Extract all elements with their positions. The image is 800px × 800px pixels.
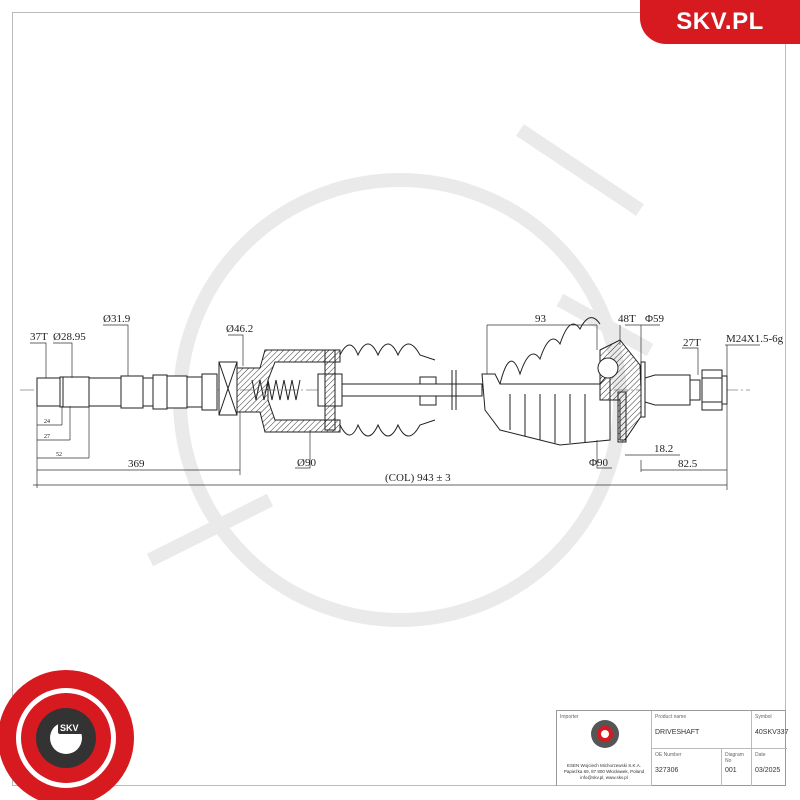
symbol-cell: Symbol 40SKV337 bbox=[752, 711, 789, 749]
diagram-no-cell: Diagram No 001 bbox=[722, 749, 752, 786]
product-name-label: Product name bbox=[655, 714, 687, 720]
shaft-left bbox=[36, 361, 238, 416]
importer-line: Papieżka 69, 87 800 Włocławek, Poland bbox=[563, 769, 645, 774]
label-dim-24: 24 bbox=[44, 419, 50, 425]
label-dim-18-2: 18.2 bbox=[654, 443, 673, 455]
oe-number-cell: OE Number 327306 bbox=[652, 749, 722, 786]
product-name: DRIVESHAFT bbox=[655, 729, 700, 736]
label-dim-369: 369 bbox=[128, 458, 145, 470]
importer-line: ESEN Wojciech Michorzewski S.K.A. bbox=[567, 763, 641, 768]
diagram-no: 001 bbox=[725, 767, 737, 774]
product-name-cell: Product name DRIVESHAFT bbox=[652, 711, 752, 749]
svg-text:SKV: SKV bbox=[60, 723, 79, 733]
oe-number: 327306 bbox=[655, 767, 679, 774]
outer-boot bbox=[481, 317, 611, 446]
date-value: 03/2025 bbox=[755, 767, 781, 774]
label-dim-total: (COL) 943 ± 3 bbox=[385, 472, 451, 484]
label-spline-left: 37T bbox=[30, 331, 48, 343]
stub-shaft bbox=[644, 369, 728, 411]
importer-logo bbox=[591, 720, 619, 748]
date-label: Date bbox=[755, 752, 766, 758]
label-thread: M24X1.5-6g bbox=[726, 333, 784, 345]
diagram-no-label: Diagram No bbox=[725, 752, 744, 764]
symbol-value: 40SKV337 bbox=[755, 729, 789, 736]
label-spline-right: 27T bbox=[683, 337, 701, 349]
importer-label: Importer bbox=[560, 714, 579, 720]
label-abs-ring: 48T bbox=[618, 313, 636, 325]
outer-joint bbox=[597, 339, 646, 443]
label-dia-outer-joint: Φ59 bbox=[645, 313, 665, 325]
label-dim-82-5: 82.5 bbox=[678, 458, 698, 470]
oe-number-label: OE Number bbox=[655, 752, 682, 758]
label-dia-inner-boot: Ø90 bbox=[297, 457, 316, 469]
importer-cell: Importer ESEN Wojciech Michorzewski S.K.… bbox=[557, 711, 652, 786]
inner-joint bbox=[236, 349, 343, 433]
label-dia-outer-boot: Φ90 bbox=[589, 457, 609, 469]
label-dim-52: 52 bbox=[56, 452, 62, 458]
dimension-lines bbox=[30, 324, 760, 490]
skv-logo: SKV bbox=[0, 670, 134, 800]
date-cell: Date 03/2025 bbox=[752, 749, 787, 786]
brand-tab[interactable]: SKV.PL bbox=[640, 0, 800, 44]
dimension-labels: 37T Ø28.95 Ø31.9 Ø46.2 24 27 52 369 (COL… bbox=[30, 313, 784, 484]
importer-line: info@skv.pl, www.skv.pl bbox=[580, 775, 628, 780]
label-dia-left-shaft: Ø28.95 bbox=[53, 331, 86, 343]
mid-shaft bbox=[341, 370, 483, 410]
label-dim-27: 27 bbox=[44, 434, 50, 440]
product-info-table: Importer ESEN Wojciech Michorzewski S.K.… bbox=[556, 710, 789, 786]
importer-address: ESEN Wojciech Michorzewski S.K.A. Papież… bbox=[557, 763, 651, 781]
label-dia-mid-shaft: Ø31.9 bbox=[103, 313, 131, 325]
symbol-label: Symbol bbox=[755, 714, 772, 720]
label-dim-93: 93 bbox=[535, 313, 547, 325]
label-dia-inner-joint: Ø46.2 bbox=[226, 323, 253, 335]
drawing-frame bbox=[12, 12, 786, 786]
